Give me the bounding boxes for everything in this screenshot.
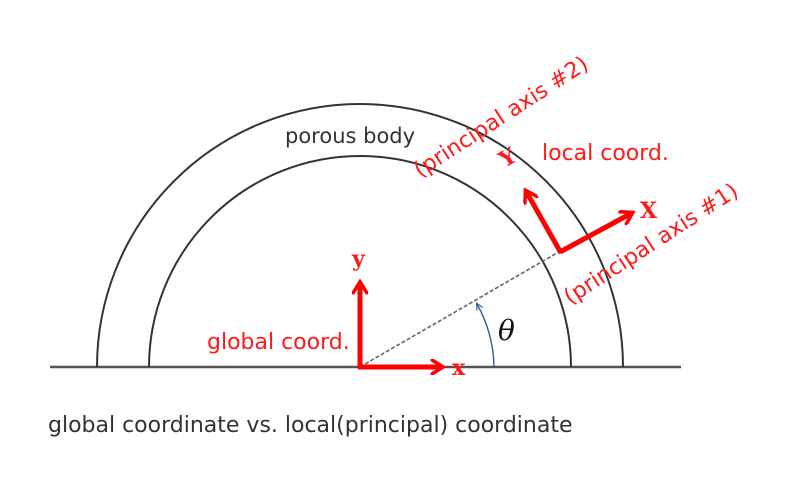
local-x-axis-arrow: [558, 214, 630, 255]
angle-arc: [477, 304, 495, 368]
porous-body-label: porous body: [285, 124, 415, 148]
local-y-axis-arrow: [527, 193, 564, 255]
diagram-caption: global coordinate vs. local(principal) c…: [48, 413, 572, 438]
local-x-label: X: [640, 198, 658, 224]
global-y-label: y: [351, 246, 366, 272]
theta-label: θ: [498, 314, 515, 347]
global-coord-label: global coord.: [207, 330, 350, 355]
local-coord-label: local coord.: [542, 141, 669, 166]
local-y-label: Y: [494, 143, 522, 174]
radial-dashed-line: [359, 252, 558, 368]
inner-arc: [148, 155, 572, 368]
global-x-label: x: [452, 355, 466, 381]
outer-arc: [96, 103, 624, 368]
